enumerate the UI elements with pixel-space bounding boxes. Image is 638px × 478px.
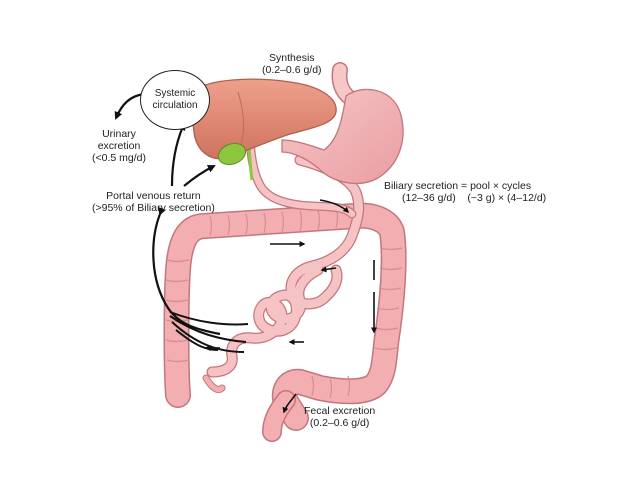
liver [191,78,337,160]
systemic-line1: Systemic [154,88,196,99]
urinary-line1: Urinary [102,128,136,140]
synthesis-line2: (0.2–0.6 g/d) [262,64,322,76]
fecal-arrow [282,393,297,414]
portal-to-liver-arrow [183,165,216,187]
gallbladder [217,142,247,166]
portal-venous-return-label: Portal venous return (>95% of Biliary se… [92,190,215,214]
duodenum-arrow [319,199,350,214]
colon [163,202,407,442]
small-intestine [206,154,365,378]
fecal-excretion-label: Fecal excretion (0.2–0.6 g/d) [304,405,375,429]
fecal-line2: (0.2–0.6 g/d) [309,417,370,429]
portal-line1: Portal venous return [106,190,201,202]
portal-to-circulation-arrow [170,122,186,187]
urinary-line3: (<0.5 mg/d) [92,152,146,164]
synthesis-label: Synthesis (0.2–0.6 g/d) [262,52,322,76]
urinary-line2: excretion [97,140,141,152]
biliary-line1: Biliary secretion = pool × cycles [384,180,532,192]
biliary-line2: (12–36 g/d) (~3 g) × (4–12/d) [402,192,547,204]
fecal-line1: Fecal excretion [304,405,376,417]
portal-line2: (>95% of Biliary secretion) [92,202,215,214]
jejunum-arrow [320,266,337,273]
portal-return-arrow [152,206,221,336]
stomach [281,62,404,185]
synthesis-line1: Synthesis [269,52,315,64]
biliary-secretion-label: Biliary secretion = pool × cycles (12–36… [384,180,546,204]
systemic-line2: circulation [152,100,198,111]
systemic-circulation-node: Systemic circulation [140,70,210,130]
urinary-excretion-label: Urinary excretion (<0.5 mg/d) [92,128,146,164]
